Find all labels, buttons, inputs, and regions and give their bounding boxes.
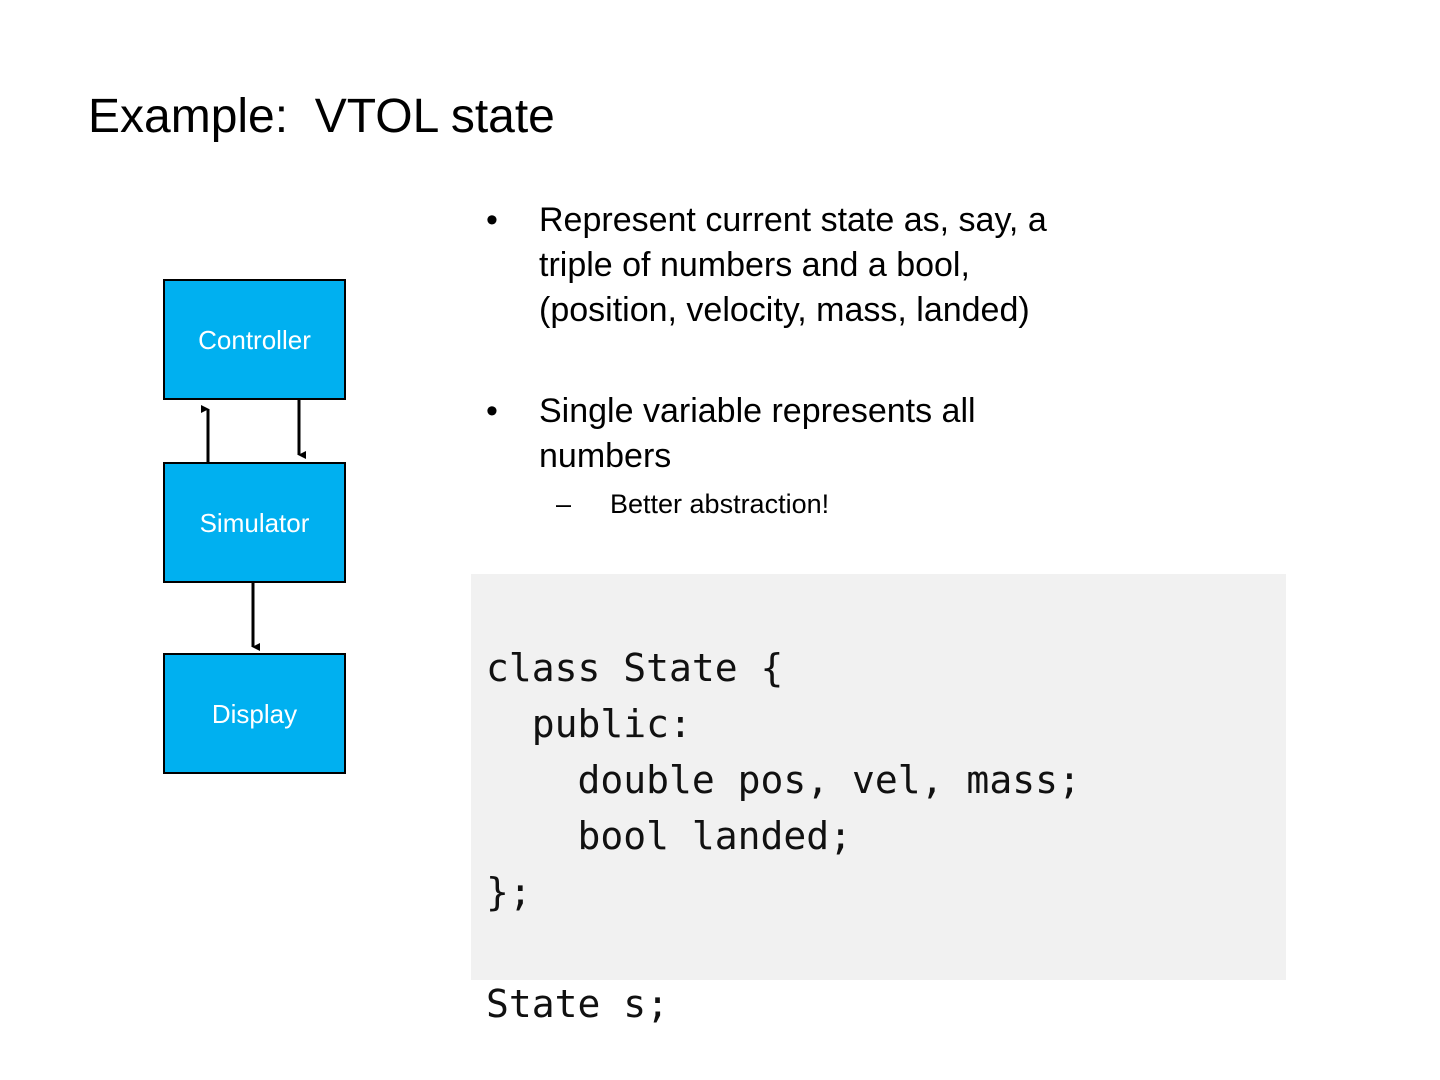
diagram-arrows — [201, 400, 306, 651]
diagram-node-display[interactable]: Display — [163, 653, 346, 774]
bullet-marker-icon: • — [486, 201, 498, 239]
bullet-item-2: • Single variable represents all numbers — [478, 389, 1278, 479]
bullet-list: • Represent current state as, say, a tri… — [478, 198, 1278, 523]
diagram-node-simulator-label: Simulator — [199, 507, 310, 538]
vtol-architecture-diagram: Controller Simulator Display — [160, 270, 360, 790]
sub-bullet-dash-icon: – — [556, 489, 572, 519]
bullet-item-1-text: Represent current state as, say, a tripl… — [539, 201, 1047, 329]
bullet-item-2-text: Single variable represents all numbers — [539, 392, 976, 475]
sub-bullet-item-1-text: Better abstraction! — [610, 489, 830, 519]
sub-bullet-item-1: – Better abstraction! — [478, 485, 1278, 523]
bullet-marker-icon: • — [486, 392, 498, 430]
code-block-text: class State { public: double pos, vel, m… — [486, 646, 1081, 1026]
page-title: Example: VTOL state — [88, 90, 555, 143]
diagram-node-display-label: Display — [211, 698, 298, 729]
diagram-node-controller[interactable]: Controller — [163, 279, 346, 400]
code-block: class State { public: double pos, vel, m… — [471, 574, 1286, 1026]
diagram-node-controller-label: Controller — [198, 324, 311, 355]
diagram-node-simulator[interactable]: Simulator — [163, 462, 346, 583]
bullet-item-1: • Represent current state as, say, a tri… — [478, 198, 1278, 333]
